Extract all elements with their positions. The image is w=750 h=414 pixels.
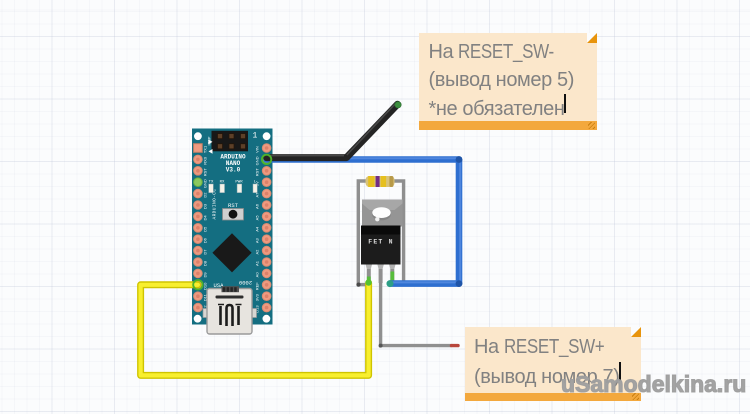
svg-text:D13: D13 [255, 305, 260, 313]
svg-text:D7: D7 [203, 249, 208, 255]
svg-text:A3: A3 [255, 237, 260, 243]
svg-text:A5: A5 [255, 215, 260, 221]
svg-text:A2: A2 [255, 249, 260, 255]
svg-text:A0: A0 [255, 272, 260, 278]
svg-text:RST: RST [228, 202, 239, 209]
svg-text:ARDUINO-CC: ARDUINO-CC [212, 188, 218, 219]
svg-text:ARDUINO: ARDUINO [220, 154, 246, 161]
svg-text:D8: D8 [203, 260, 208, 266]
svg-text:D3: D3 [203, 203, 208, 209]
svg-text:A7: A7 [255, 192, 260, 198]
svg-text:TX: TX [209, 181, 214, 185]
svg-text:RX0: RX0 [203, 156, 208, 165]
svg-text:D2: D2 [203, 192, 208, 198]
svg-text:2009: 2009 [239, 279, 252, 286]
svg-text:1: 1 [253, 132, 258, 141]
svg-text:REF: REF [255, 282, 260, 291]
svg-text:RST: RST [203, 168, 208, 177]
svg-text:GND: GND [255, 156, 260, 165]
svg-text:D5: D5 [203, 226, 208, 232]
svg-text:5V: 5V [255, 181, 260, 186]
svg-text:GND: GND [203, 179, 208, 188]
svg-text:A4: A4 [255, 226, 260, 232]
svg-text:D9: D9 [203, 272, 208, 278]
svg-text:NANO: NANO [226, 160, 241, 167]
svg-text:L: L [254, 181, 257, 185]
svg-text:A6: A6 [255, 203, 260, 209]
svg-text:USA: USA [214, 282, 225, 289]
svg-text:FET N: FET N [368, 239, 394, 246]
svg-text:D10: D10 [203, 282, 208, 290]
svg-text:RST: RST [255, 168, 260, 177]
svg-text:3V3: 3V3 [255, 293, 260, 301]
svg-text:D6: D6 [203, 237, 208, 243]
svg-text:A1: A1 [255, 260, 260, 266]
svg-text:D11: D11 [203, 293, 208, 301]
svg-text:D4: D4 [203, 215, 208, 221]
svg-text:TX1: TX1 [203, 145, 208, 153]
svg-text:PWR: PWR [235, 181, 243, 185]
svg-text:V3.0: V3.0 [226, 167, 241, 174]
svg-text:RX: RX [220, 181, 225, 185]
svg-text:VIN: VIN [255, 146, 260, 153]
